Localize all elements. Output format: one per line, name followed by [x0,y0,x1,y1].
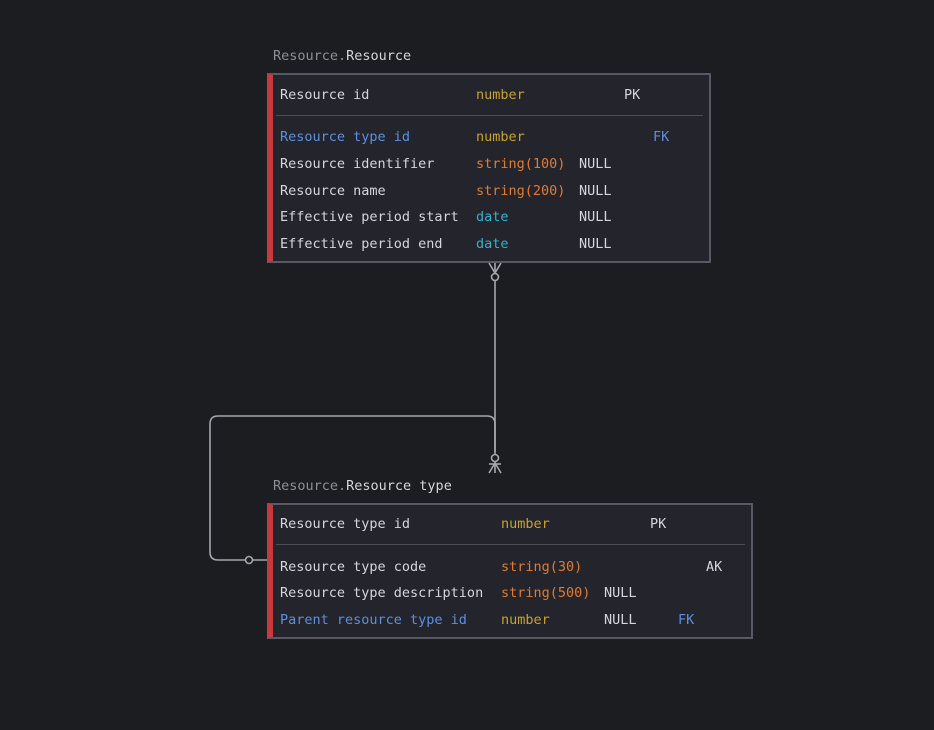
column-type: number [501,516,550,532]
entity-title-resource: Resource.Resource [273,48,411,64]
entity-name: Resource [346,48,412,64]
column-nullable: NULL [604,585,637,601]
column-row: Resource type description string(500) NU… [273,583,751,603]
column-row: Resource identifier string(100) NULL [273,154,709,174]
column-row: Resource type code string(30) AK [273,557,751,577]
column-nullable: NULL [604,612,637,628]
entity-resource[interactable]: Resource id number PK Resource type id n… [267,73,711,263]
column-type: string(500) [501,585,591,601]
pk-divider [276,544,745,545]
column-row: Resource type id number FK [273,127,709,147]
column-name: Resource type id [280,516,411,532]
column-type: date [476,209,509,225]
pk-divider [276,115,703,116]
column-name: Resource identifier [280,156,435,172]
pk-row: Resource id number PK [273,85,709,105]
column-name: Effective period end [280,236,443,252]
column-type: number [501,612,550,628]
schema-prefix: Resource. [273,48,347,64]
column-row: Effective period start date NULL [273,207,709,227]
pk-badge: PK [650,516,667,532]
column-type: date [476,236,509,252]
column-name: Resource id [280,87,370,103]
column-name: Resource name [280,183,386,199]
column-nullable: NULL [579,209,612,225]
fk-badge: FK [678,612,695,628]
column-type: string(200) [476,183,566,199]
column-row: Effective period end date NULL [273,234,709,254]
ak-badge: AK [706,559,723,575]
entity-title-resource-type: Resource.Resource type [273,478,452,494]
entity-resource-type[interactable]: Resource type id number PK Resource type… [267,503,753,639]
column-name: Resource type id [280,129,411,145]
column-name: Parent resource type id [280,612,467,628]
schema-prefix: Resource. [273,478,347,494]
pk-row: Resource type id number PK [273,514,751,534]
column-row: Parent resource type id number NULL FK [273,610,751,630]
column-type: string(100) [476,156,566,172]
entity-name: Resource type [346,478,452,494]
column-name: Effective period start [280,209,459,225]
column-nullable: NULL [579,183,612,199]
column-name: Resource type description [280,585,484,601]
fk-badge: FK [653,129,670,145]
column-type: number [476,129,525,145]
column-name: Resource type code [280,559,427,575]
relationship-resource-type-self [209,415,496,565]
pk-badge: PK [624,87,641,103]
column-nullable: NULL [579,156,612,172]
column-type: string(30) [501,559,583,575]
column-type: number [476,87,525,103]
column-row: Resource name string(200) NULL [273,181,709,201]
column-nullable: NULL [579,236,612,252]
